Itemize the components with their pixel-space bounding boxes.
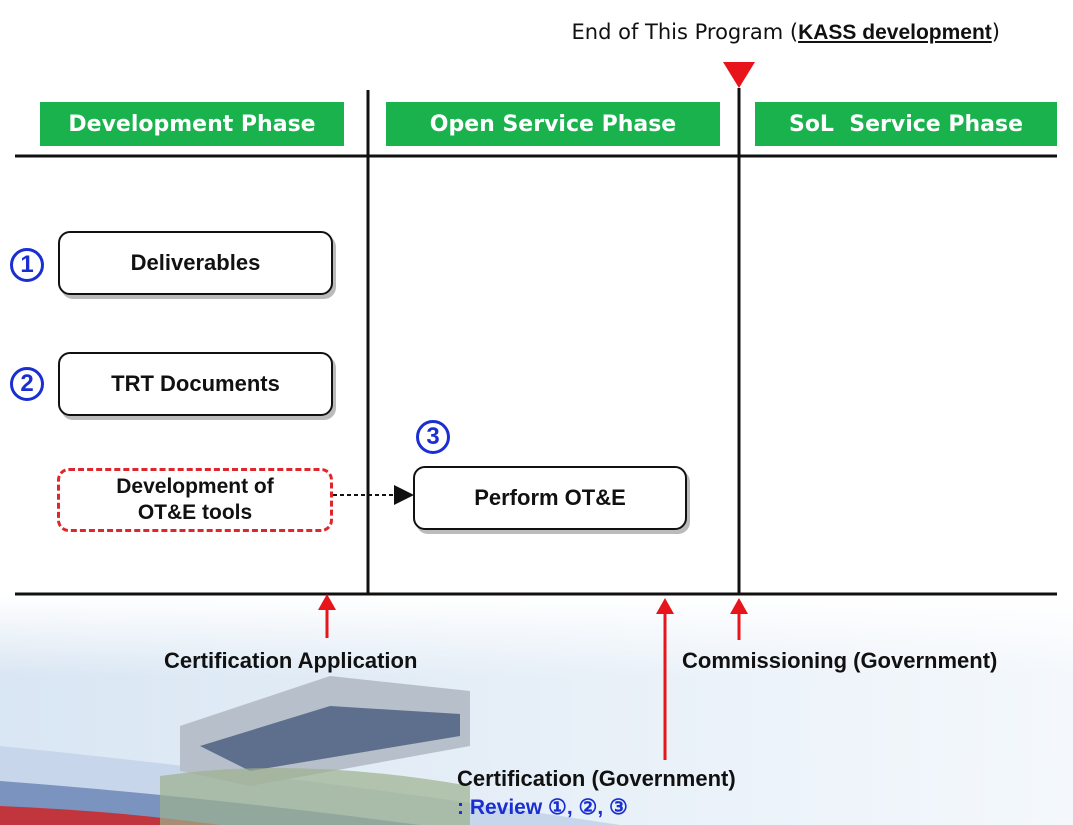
ote-tools-line2: OT&E tools <box>137 501 253 524</box>
program-end-suffix: ) <box>991 20 1000 44</box>
program-end-prefix: End of This Program ( <box>571 20 799 44</box>
certification-arrow <box>656 598 674 760</box>
program-end-title: End of This Program (KASS development) <box>0 20 1000 45</box>
perform-ote-box: Perform OT&E <box>413 466 687 530</box>
trt-documents-box: TRT Documents <box>58 352 333 416</box>
number-badge-2-text: 2 <box>20 370 34 397</box>
phase-development: Development Phase <box>40 102 344 146</box>
number-badge-3-text: 3 <box>426 423 440 450</box>
certification-label: Certification (Government) <box>457 766 736 791</box>
deliverables-box: Deliverables <box>58 231 333 295</box>
phase-development-label: Development Phase <box>68 111 316 137</box>
certification-review-label: : Review ①, ②, ③ <box>457 796 628 819</box>
commissioning-label: Commissioning (Government) <box>682 648 998 673</box>
phase-open-service: Open Service Phase <box>386 102 720 146</box>
perform-ote-label: Perform OT&E <box>474 485 626 510</box>
cert-application-arrow <box>318 594 336 638</box>
phase-sol-service: SoL Service Phase <box>755 102 1057 146</box>
trt-documents-label: TRT Documents <box>111 371 280 396</box>
kass-development-label: KASS development <box>798 21 992 44</box>
number-badge-1: 1 <box>10 248 44 282</box>
number-badge-1-text: 1 <box>20 251 34 278</box>
ote-tools-dev-box: Development of OT&E tools <box>57 468 333 532</box>
number-badge-2: 2 <box>10 367 44 401</box>
number-badge-3: 3 <box>416 420 450 454</box>
end-of-program-marker <box>723 62 755 88</box>
ote-tools-line1: Development of <box>116 475 274 498</box>
train-background-image <box>0 596 1073 825</box>
deliverables-label: Deliverables <box>130 250 261 275</box>
commissioning-arrow <box>730 598 748 640</box>
phase-open-service-label: Open Service Phase <box>429 111 677 137</box>
cert-application-label: Certification Application <box>164 648 418 673</box>
phase-sol-service-label: SoL Service Phase <box>788 111 1024 137</box>
